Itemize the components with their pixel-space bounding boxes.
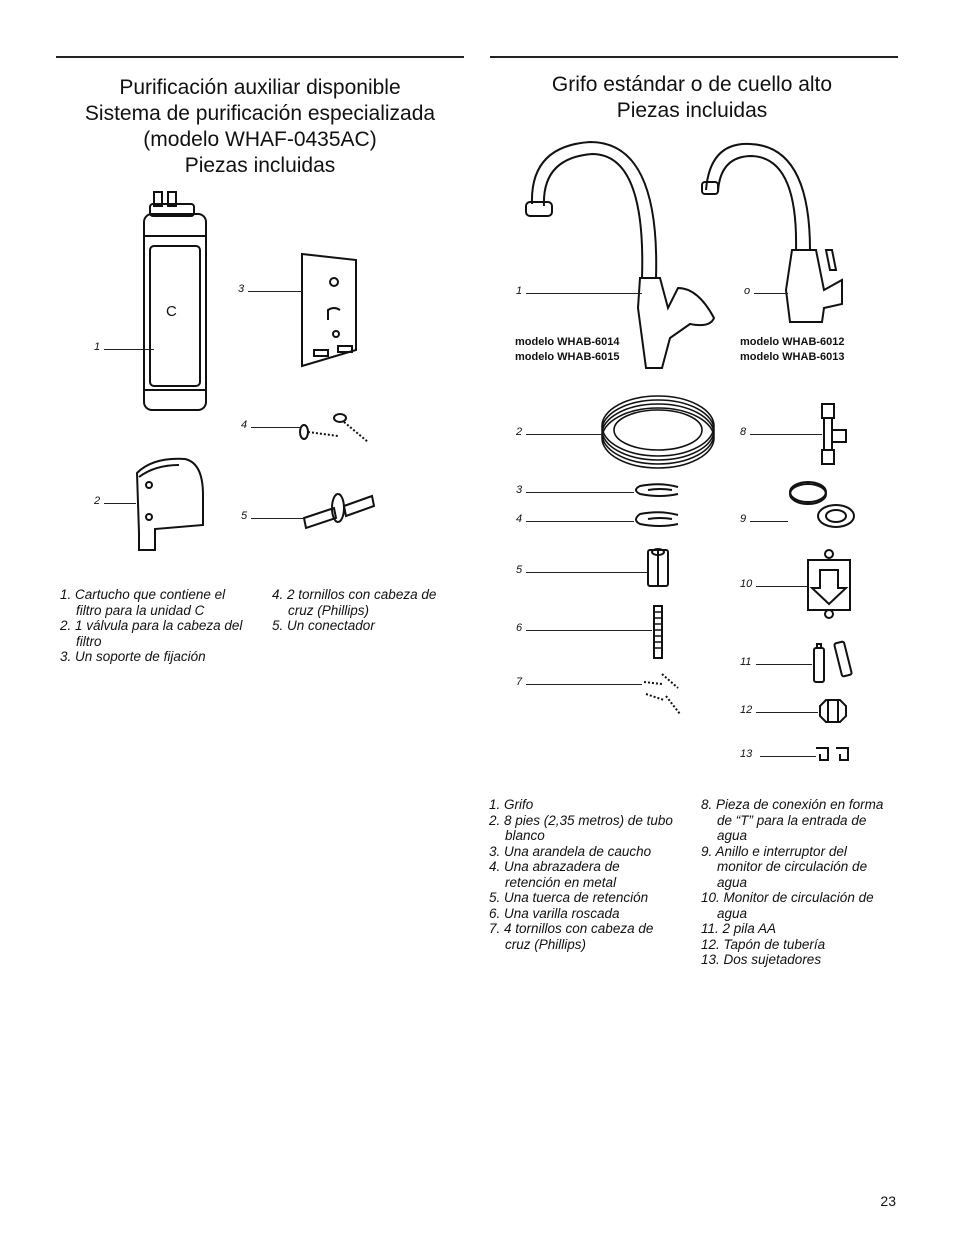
list-item: 5. Una tuerca de retención (489, 890, 649, 905)
list-item: 2. 8 pies (2,35 metros) de tubo blanco (489, 812, 673, 844)
callout-number: 2 (94, 495, 101, 507)
high-neck-faucet-illustration (701, 142, 843, 323)
model-label-group-a: modelo WHAB-6014 modelo WHAB-6015 (515, 335, 620, 365)
callout-leader (750, 434, 822, 435)
list-item: 4. Una abrazadera de retención en metal (489, 859, 620, 890)
cartridge-letter: C (166, 303, 177, 320)
tee-fitting-illustration (821, 403, 847, 465)
right-title-line: Grifo estándar o de cuello alto (551, 73, 833, 96)
page-number: 23 (880, 1193, 896, 1209)
metal-clamp-illustration (635, 511, 679, 527)
screws-illustration (299, 413, 369, 443)
mounting-bracket-illustration (301, 252, 357, 368)
top-rule-right (490, 56, 898, 58)
callout-number: 3 (238, 283, 245, 295)
model-label: modelo WHAB-6012 (740, 336, 845, 348)
list-item: 6. Una varilla roscada (489, 905, 620, 921)
callout-leader (756, 586, 808, 587)
valve-head-illustration (135, 457, 204, 551)
list-item: 8. Pieza de conexión en forma de “T” par… (701, 797, 884, 843)
callout-number: 13 (740, 748, 753, 760)
aa-batteries-illustration (813, 640, 853, 683)
left-title-line: Piezas incluidas (184, 154, 336, 177)
callout-number: 4 (516, 513, 523, 525)
list-item: 1. Grifo (489, 797, 534, 812)
callout-number: 9 (740, 513, 747, 525)
callout-number: 1 (516, 285, 523, 297)
list-item: 10. Monitor de circulación de agua (701, 890, 874, 921)
list-item: 13. Dos sujetadores (701, 952, 822, 967)
callout-leader (526, 684, 642, 685)
right-section-title: Grifo estándar o de cuello alto Piezas i… (490, 72, 894, 124)
callout-number: 4 (241, 419, 248, 431)
callout-leader (526, 434, 604, 435)
list-item: 12. Tapón de tubería (701, 936, 826, 952)
callout-leader (251, 427, 301, 428)
callout-number: 7 (516, 676, 523, 688)
left-parts-list-2: 4. 2 tornillos con cabeza de cruz (Phill… (272, 587, 462, 634)
connector-illustration (302, 493, 376, 530)
right-title-line: Piezas incluidas (616, 99, 768, 122)
ring-and-switch-illustration (789, 481, 855, 528)
callout-number: 5 (516, 564, 523, 576)
callout-leader (754, 293, 788, 294)
callout-number: 2 (516, 426, 523, 438)
callout-leader (104, 503, 136, 504)
list-item: 11. 2 pila AA (701, 921, 777, 936)
right-parts-list-1: 1. Grifo 2. 8 pies (2,35 metros) de tubo… (489, 797, 674, 952)
filter-cartridge-illustration (143, 191, 207, 411)
callout-number: 8 (740, 426, 747, 438)
list-item: 5. Un conectador (272, 618, 375, 633)
callout-leader (526, 293, 642, 294)
model-label-group-b: modelo WHAB-6012 modelo WHAB-6013 (740, 335, 845, 365)
callout-number: 3 (516, 484, 523, 496)
left-title-line: Sistema de purificación especializada (84, 102, 436, 125)
list-item: 9. Anillo e interruptor del monitor de c… (701, 843, 868, 890)
threaded-rod-illustration (653, 605, 663, 659)
callout-leader (251, 518, 303, 519)
left-title-line: (modelo WHAF-0435AC) (143, 128, 377, 151)
tubing-coil-illustration (601, 395, 715, 469)
phillips-screws-illustration (643, 673, 681, 715)
standard-faucet-illustration (525, 140, 716, 369)
rubber-washer-illustration (635, 483, 679, 497)
callout-number: 10 (740, 578, 753, 590)
callout-leader (526, 492, 634, 493)
callout-leader (750, 521, 788, 522)
callout-leader (526, 630, 652, 631)
top-rule-left (56, 56, 464, 58)
model-label: modelo WHAB-6014 (515, 336, 620, 348)
callout-number: 11 (740, 656, 752, 668)
right-parts-list-2: 8. Pieza de conexión en forma de “T” par… (701, 797, 886, 968)
callout-leader (756, 712, 818, 713)
left-parts-list-1: 1. Cartucho que contiene el filtro para … (60, 587, 250, 665)
callout-number: 6 (516, 622, 523, 634)
clips-illustration (816, 747, 849, 761)
list-item: 3. Una arandela de caucho (489, 843, 652, 859)
flow-monitor-illustration (807, 549, 851, 619)
callout-leader (526, 572, 648, 573)
pipe-cap-illustration (819, 699, 847, 723)
list-item: 7. 4 tornillos con cabeza de cruz (Phill… (489, 921, 654, 952)
callout-leader (756, 664, 812, 665)
left-title-line: Purificación auxiliar disponible (119, 76, 401, 99)
callout-leader (248, 291, 302, 292)
callout-leader (104, 349, 154, 350)
list-item: 2. 1 válvula para la cabeza del filtro (60, 618, 243, 649)
left-section-title: Purificación auxiliar disponible Sistema… (56, 75, 464, 179)
callout-number: 5 (241, 510, 248, 522)
callout-number: 1 (94, 341, 101, 353)
list-item: 1. Cartucho que contiene el filtro para … (60, 587, 226, 618)
callout-number: o (744, 285, 751, 297)
list-item: 3. Un soporte de fijación (60, 649, 206, 664)
callout-leader (760, 756, 816, 757)
model-label: modelo WHAB-6013 (740, 351, 845, 363)
callout-number: 12 (740, 704, 753, 716)
model-label: modelo WHAB-6015 (515, 351, 620, 363)
retaining-nut-illustration (647, 548, 669, 587)
list-item: 4. 2 tornillos con cabeza de cruz (Phill… (272, 587, 437, 618)
callout-leader (526, 521, 634, 522)
